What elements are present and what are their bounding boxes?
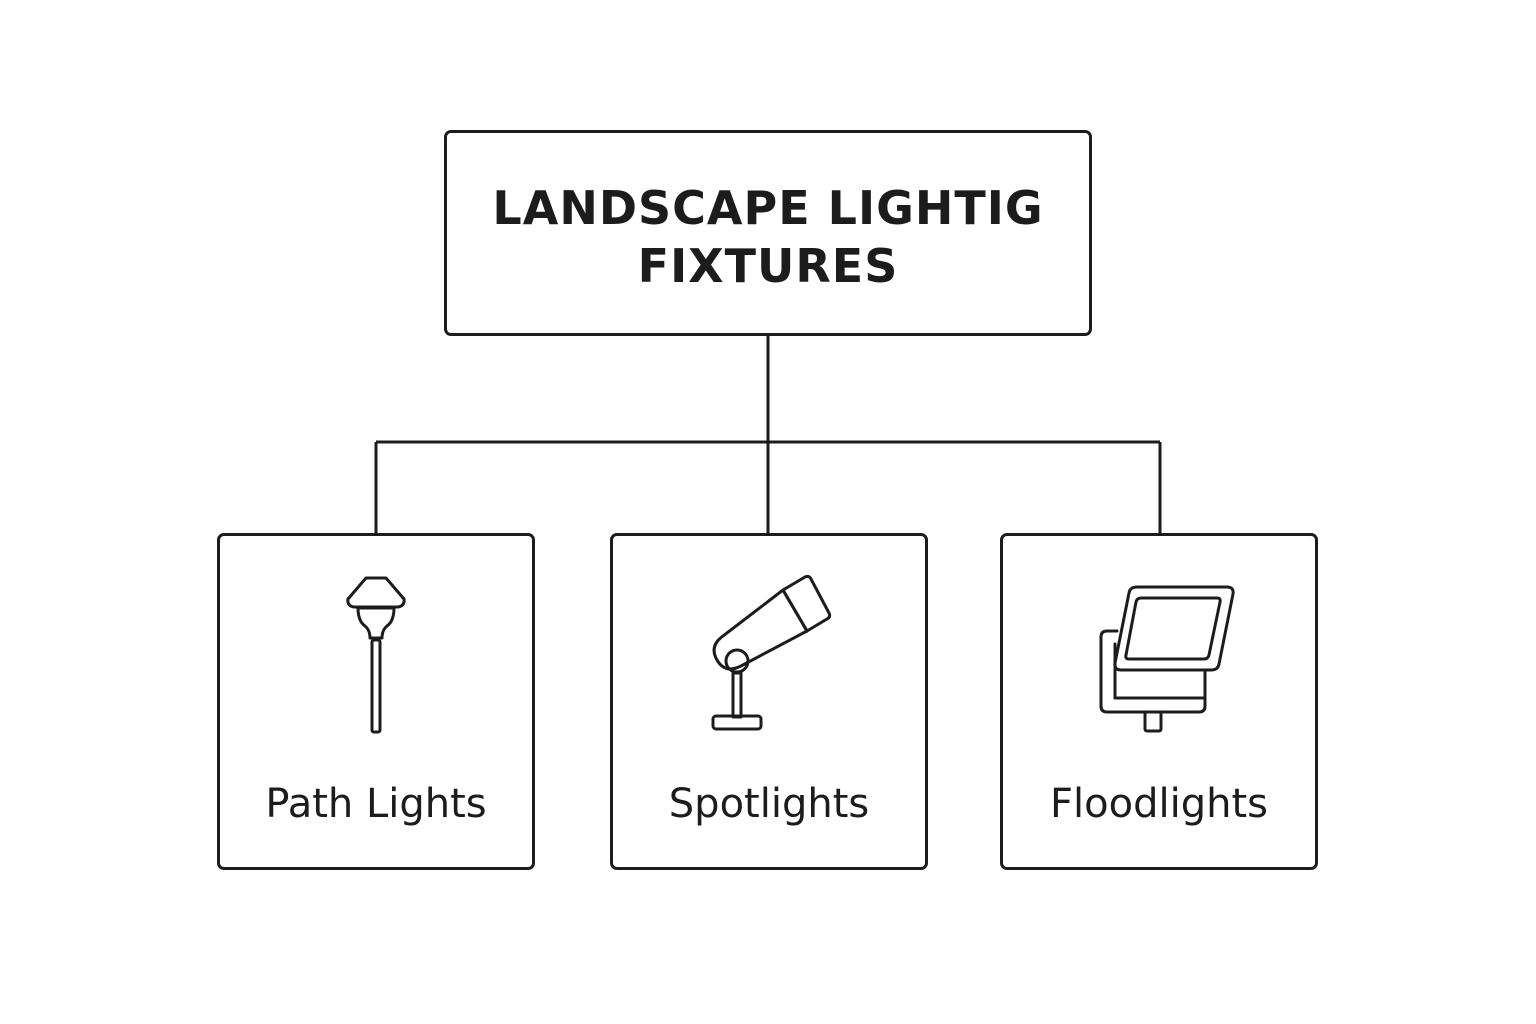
child-label-spotlights: Spotlights (668, 781, 870, 827)
child-label-floodlights: Floodlights (1050, 781, 1268, 827)
child-node-floodlights: Floodlights (1000, 533, 1318, 870)
spotlight-icon (711, 574, 832, 731)
child-label-path-lights: Path Lights (265, 781, 487, 827)
child-node-path-lights: Path Lights (217, 533, 535, 870)
path-light-icon (346, 576, 406, 734)
root-title: LANDSCAPE LIGHTIG FIXTURES (492, 181, 1044, 293)
floodlight-icon (1099, 585, 1235, 733)
root-node: LANDSCAPE LIGHTIG FIXTURES (444, 130, 1092, 336)
child-node-spotlights: Spotlights (610, 533, 928, 870)
